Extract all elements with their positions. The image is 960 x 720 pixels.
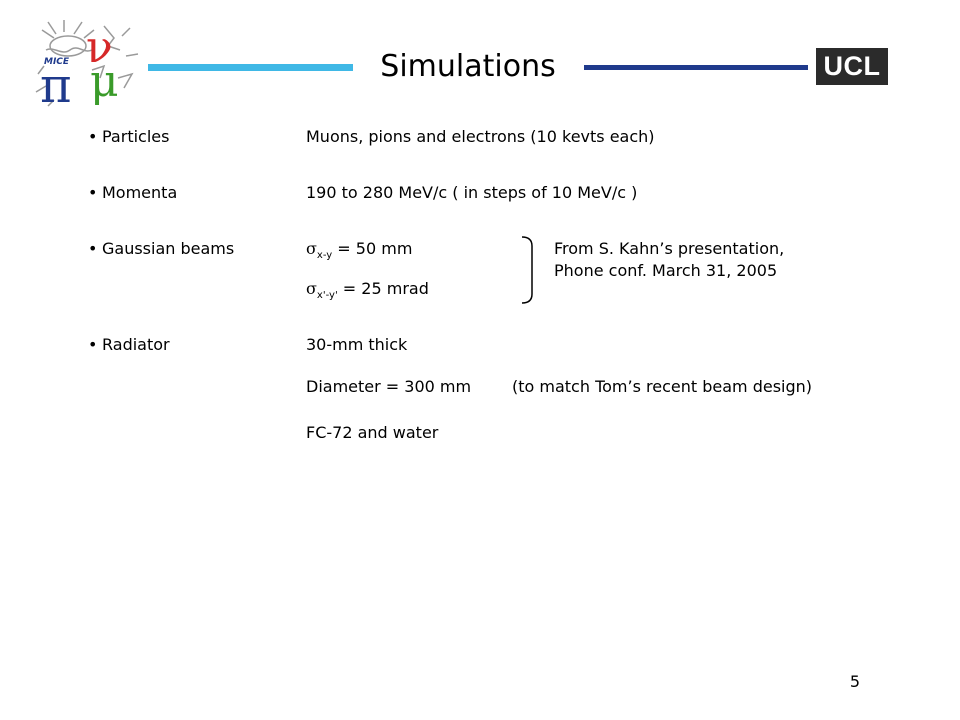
title-accent-line-right (584, 65, 808, 70)
mice-logo-icon: MICE π ν μ (34, 16, 144, 114)
bullet: • (88, 127, 98, 146)
item-label-particles: Particles (102, 127, 170, 146)
item-label-radiator: Radiator (102, 335, 170, 354)
item-value-particles: Muons, pions and electrons (10 kevts eac… (306, 127, 655, 146)
right-bracket-icon (520, 236, 536, 304)
sigma-symbol: σ (306, 239, 317, 258)
svg-text:μ: μ (90, 56, 119, 107)
bullet: • (88, 239, 98, 258)
radiator-material: FC-72 and water (306, 423, 439, 442)
svg-text:π: π (40, 58, 72, 108)
bullet: • (88, 335, 98, 354)
svg-text:ν: ν (86, 22, 113, 73)
page-title: Simulations (380, 49, 556, 84)
sigma-xy-row: σx-y = 50 mm (306, 239, 412, 266)
sigma-xpyp-subscript: x'-y' (316, 290, 338, 301)
item-label-momenta: Momenta (102, 183, 178, 202)
sigma-xy-value: = 50 mm (332, 239, 413, 258)
ucl-logo: UCL (816, 48, 888, 85)
item-value-momenta: 190 to 280 MeV/c ( in steps of 10 MeV/c … (306, 183, 638, 202)
bullet: • (88, 183, 98, 202)
item-label-gaussian-beams: Gaussian beams (102, 239, 235, 258)
radiator-diameter: Diameter = 300 mm (306, 377, 472, 396)
page-number: 5 (849, 672, 860, 691)
source-note-line-2: Phone conf. March 31, 2005 (554, 261, 778, 280)
sigma-xpyp-row: σx'-y' = 25 mrad (306, 279, 429, 306)
sigma-xpyp-value: = 25 mrad (337, 279, 429, 298)
title-accent-line-left (148, 64, 353, 71)
source-note-line-1: From S. Kahn’s presentation, (554, 239, 785, 258)
radiator-thickness: 30-mm thick (306, 335, 408, 354)
sigma-symbol: σ (306, 279, 317, 298)
radiator-diameter-note: (to match Tom’s recent beam design) (512, 377, 813, 396)
sigma-xy-subscript: x-y (316, 250, 333, 261)
mice-logo-label: MICE (44, 57, 70, 67)
